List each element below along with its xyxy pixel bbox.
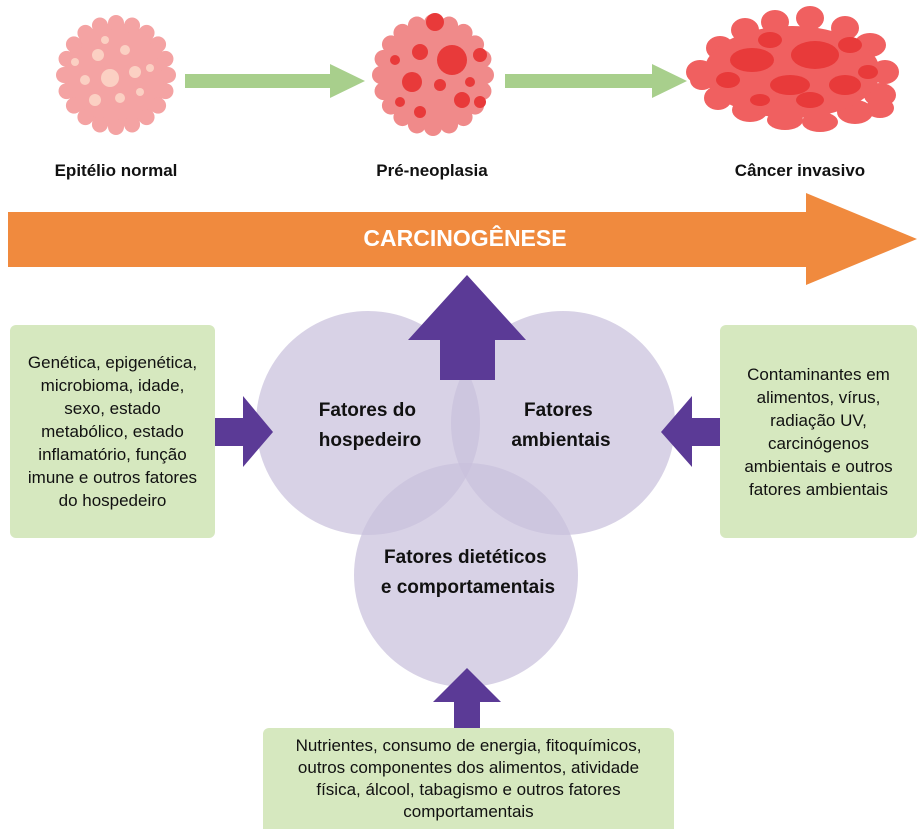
dietary-factors-box: Nutrientes, consumo de energia, fitoquím… [263,728,674,829]
environmental-factors-line-2: ambientais [511,430,610,451]
up-arrow-to-carcinogenesis [408,275,526,380]
stage-label-normal: Epitélio normal [55,161,178,180]
stage-label-preneoplasia: Pré-neoplasia [376,161,488,180]
dietary-factors-box-text: Nutrientes, consumo de energia, fitoquím… [295,735,642,821]
arrow-from-dietary-box [433,668,501,730]
host-factors-box: Genética, epigenética, microbioma, idade… [10,325,215,538]
stage-label-invasive: Câncer invasivo [735,161,865,180]
host-factors-line-2: hospedeiro [319,430,421,451]
dietary-factors-line-2: e comportamentais [381,577,555,598]
normal-epithelium-cluster-icon [56,15,176,135]
preneoplasia-cluster-icon [372,13,494,136]
host-factors-label: Fatores do hospedeiro [319,400,421,451]
dietary-factors-line-1: Fatores dietéticos [384,547,547,568]
arrow-from-environmental-box [661,396,720,467]
venn-diagram [256,311,675,687]
arrow-from-host-box [215,396,273,467]
dietary-factors-label: Fatores dietéticos e comportamentais [381,547,555,598]
carcinogenesis-label: CARCINOGÊNESE [363,224,566,251]
circle-dietary-factors [354,463,578,687]
carcinogenesis-arrow [8,193,917,285]
invasive-cancer-cluster-icon [686,6,899,132]
host-factors-box-text: Genética, epigenética, microbioma, idade… [27,353,198,510]
environmental-factors-box-text: Contaminantes em alimentos, vírus, radia… [744,364,893,499]
environmental-factors-label: Fatores ambientais [511,400,610,451]
environmental-factors-box: Contaminantes em alimentos, vírus, radia… [720,325,917,538]
progression-arrow-1 [185,64,365,98]
environmental-factors-line-1: Fatores [524,400,593,421]
progression-arrow-2 [505,64,687,98]
host-factors-line-1: Fatores do [319,400,416,421]
